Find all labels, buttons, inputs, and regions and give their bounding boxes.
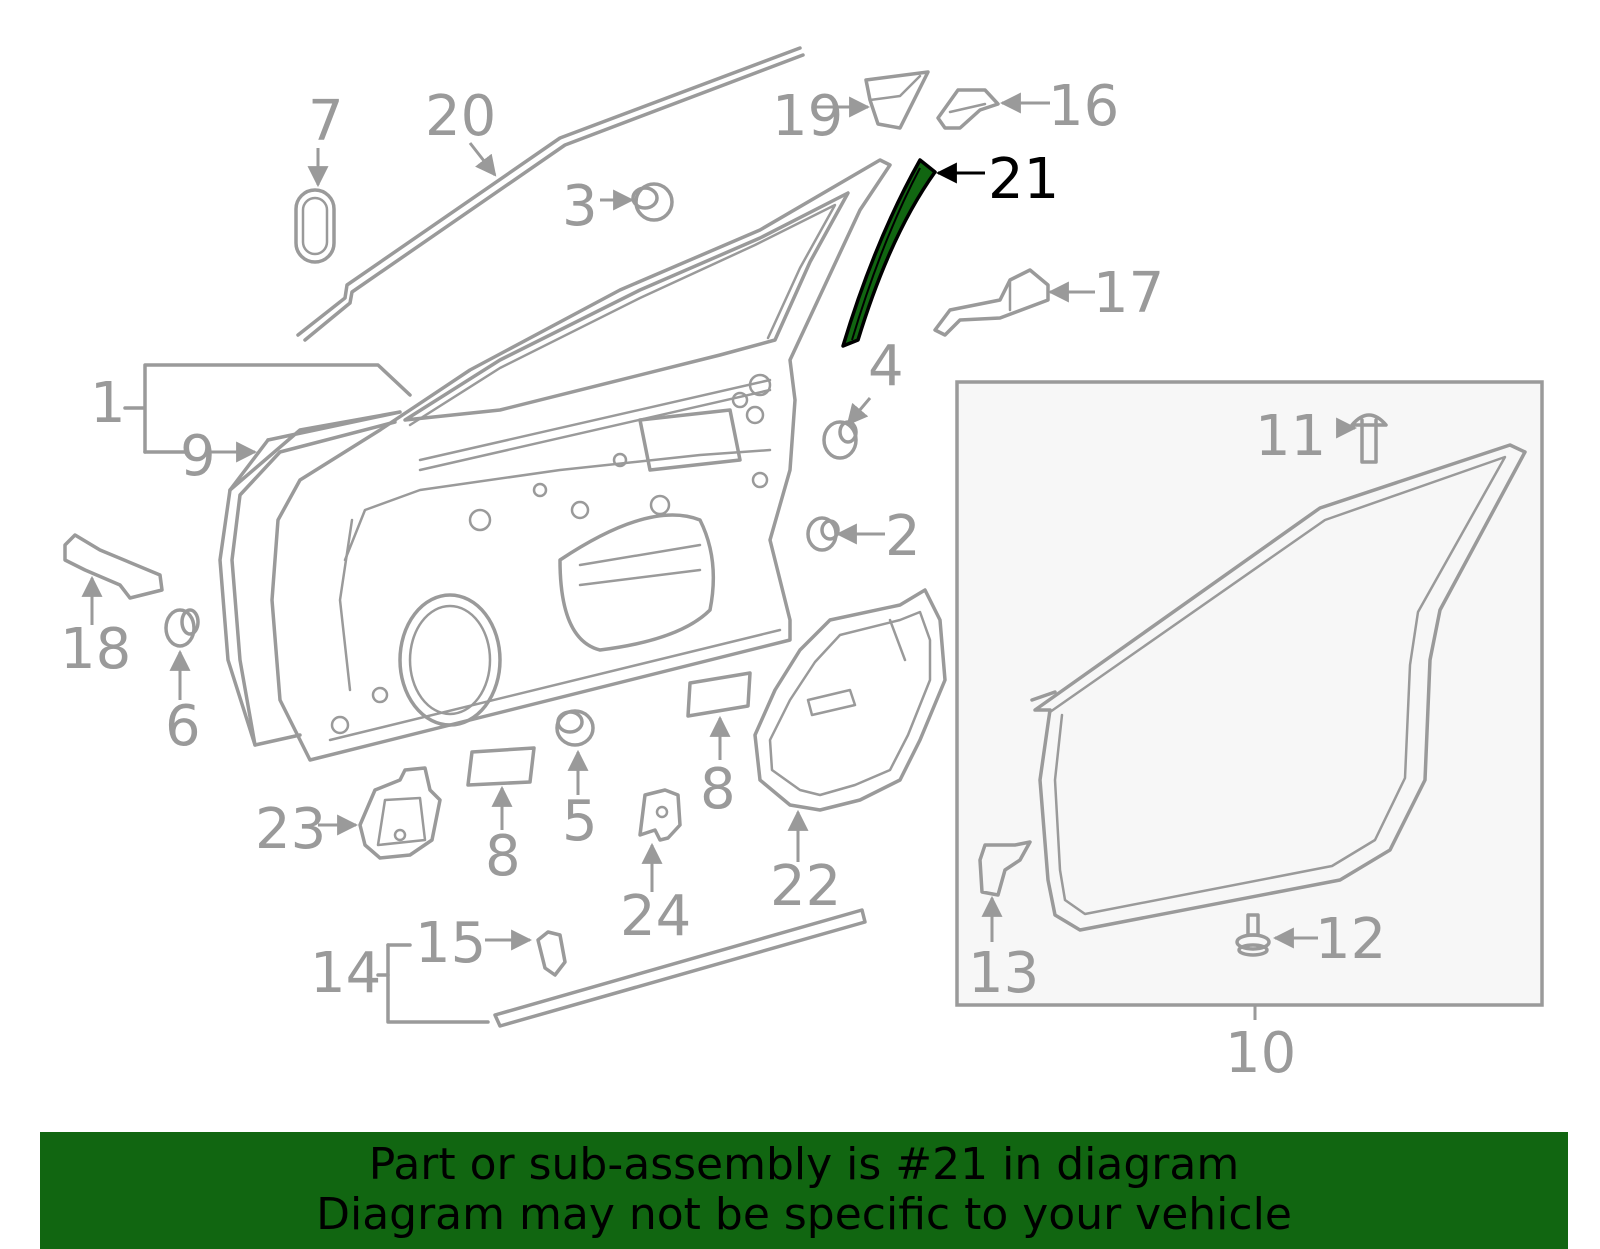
callout-17: 17 xyxy=(1093,261,1164,326)
part-23-lock-actuator xyxy=(358,766,442,860)
part-17-bracket xyxy=(933,268,1050,337)
callout-19: 19 xyxy=(772,84,843,149)
callout-12: 12 xyxy=(1315,907,1386,972)
callout-21: 21 xyxy=(988,147,1059,212)
part-5-grommet xyxy=(555,709,595,747)
callout-10: 10 xyxy=(1225,1021,1296,1086)
part-4-grommet xyxy=(822,420,858,460)
part-15-clip xyxy=(536,930,567,977)
part-21-highlighted[interactable] xyxy=(841,158,937,348)
callout-2: 2 xyxy=(885,504,921,569)
bracket-1 xyxy=(123,363,412,454)
callout-1: 1 xyxy=(90,371,126,436)
part-22-access-panel xyxy=(753,588,947,812)
callout-16: 16 xyxy=(1048,74,1119,139)
part-14-lower-molding xyxy=(493,908,867,1028)
part-8-label-a xyxy=(466,746,536,787)
callout-23: 23 xyxy=(255,797,326,862)
callout-13: 13 xyxy=(968,941,1039,1006)
callout-labels: 7 20 3 19 16 21 17 4 1 9 11 2 18 6 8 5 2… xyxy=(60,74,1386,1086)
part-8-label-b xyxy=(686,671,752,718)
part-24-bracket xyxy=(638,788,682,842)
part-1-door-shell xyxy=(270,158,892,762)
part-3-clip xyxy=(631,182,674,222)
callout-arrows xyxy=(81,92,1358,1020)
part-6-grommet xyxy=(164,608,200,648)
callout-20: 20 xyxy=(425,84,496,149)
callout-18: 18 xyxy=(60,617,131,682)
part-20-molding xyxy=(296,46,805,342)
callout-15: 15 xyxy=(415,911,486,976)
callout-11: 11 xyxy=(1255,404,1326,469)
banner-line-2: Diagram may not be specific to your vehi… xyxy=(316,1189,1292,1240)
info-banner: Part or sub-assembly is #21 in diagram D… xyxy=(40,1132,1568,1249)
part-19-bracket xyxy=(864,70,930,130)
callout-3: 3 xyxy=(562,174,598,239)
callout-8a: 8 xyxy=(700,757,736,822)
callout-4: 4 xyxy=(868,334,904,399)
part-10-inset-box xyxy=(955,380,1544,1007)
callout-14: 14 xyxy=(310,941,381,1006)
part-16-clip xyxy=(936,88,1000,130)
callout-8b: 8 xyxy=(485,824,521,889)
part-9-weatherstrip xyxy=(218,410,402,747)
part-7-oval-plug xyxy=(294,188,336,264)
part-2-grommet xyxy=(806,516,840,552)
bracket-14 xyxy=(376,943,490,1024)
callout-24: 24 xyxy=(620,884,691,949)
callout-6: 6 xyxy=(165,694,201,759)
banner-line-1: Part or sub-assembly is #21 in diagram xyxy=(368,1139,1240,1190)
callout-22: 22 xyxy=(770,854,841,919)
callout-9: 9 xyxy=(180,424,216,489)
part-18-bracket xyxy=(63,533,164,600)
callout-5: 5 xyxy=(562,789,598,854)
callout-7: 7 xyxy=(308,89,344,154)
